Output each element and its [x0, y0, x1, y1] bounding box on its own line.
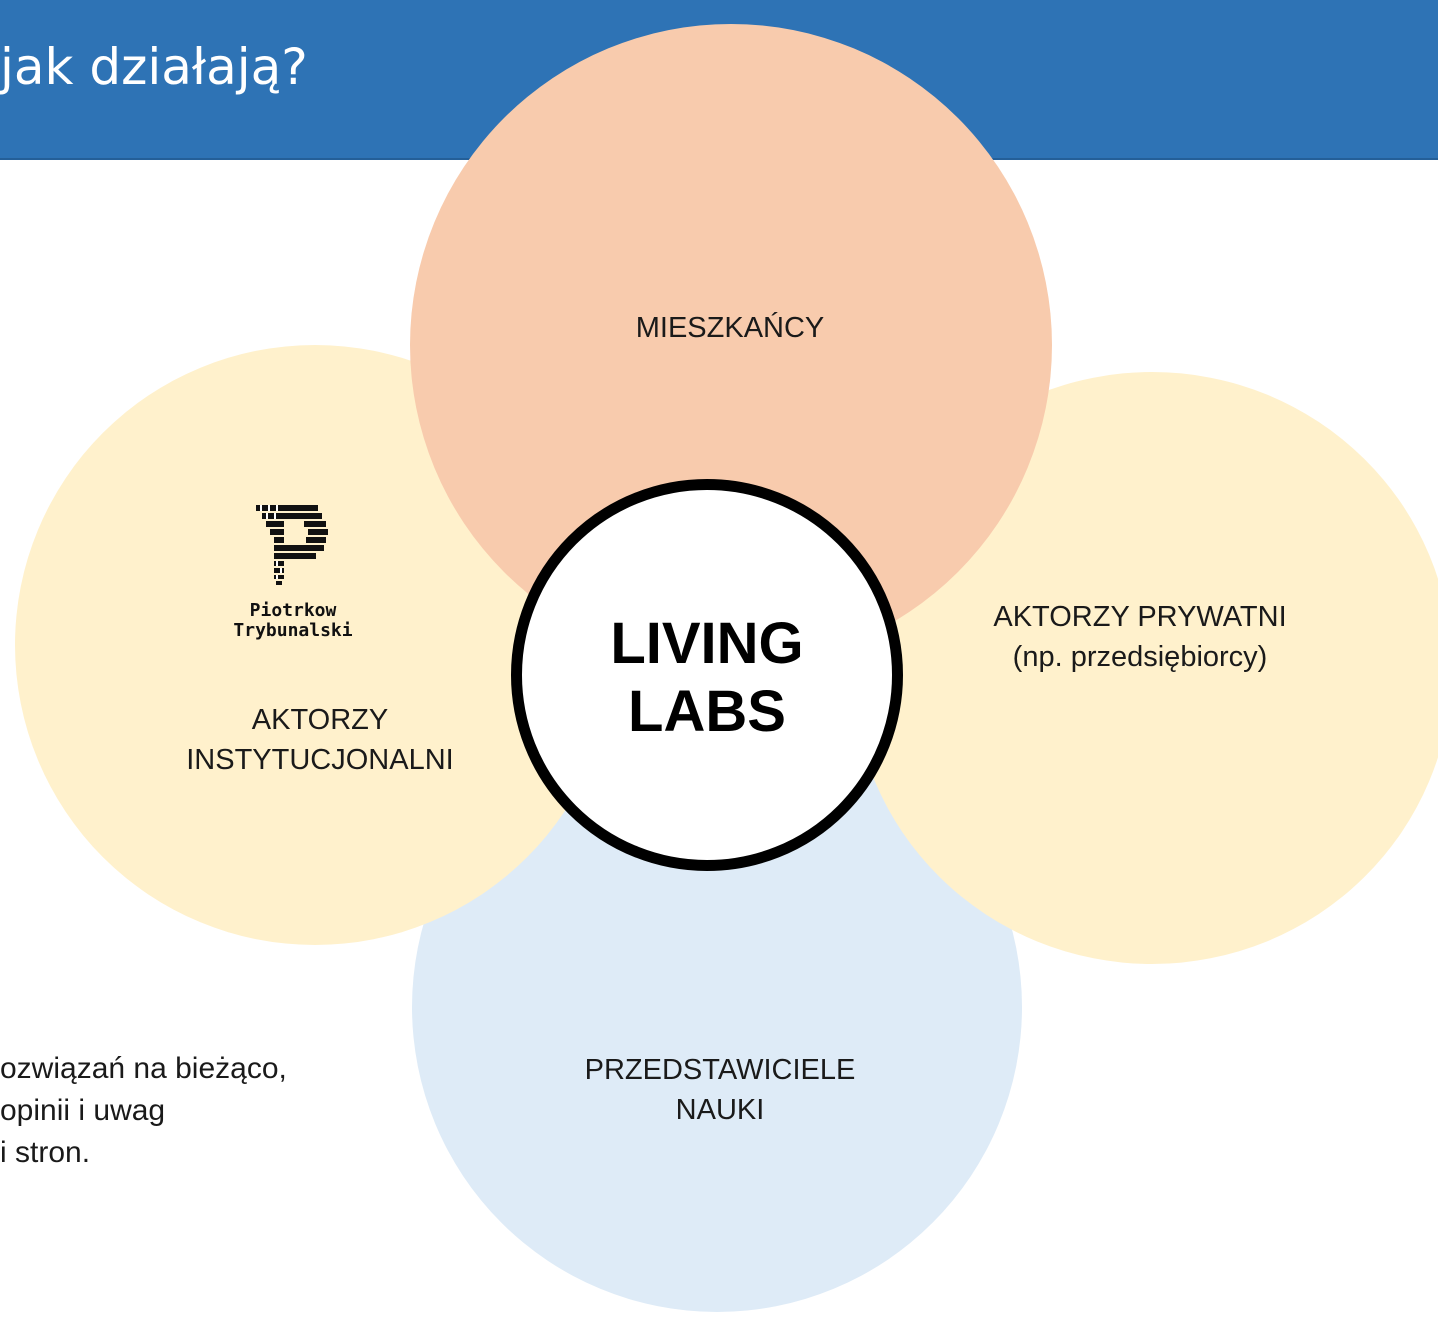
logo-text-line-2: Trybunalski	[233, 620, 353, 641]
body-line-3: i stron.	[0, 1136, 91, 1169]
label-institutional-line-1: AKTORZY	[251, 704, 389, 736]
logo-text-line-1: Piotrkow	[249, 600, 337, 621]
body-line-1: ozwiązań na bieżąco,	[0, 1052, 287, 1085]
living-labs-title: LIVING LABS	[511, 610, 903, 746]
logo-text: Piotrkow Trybunalski	[218, 601, 368, 641]
label-residents-line: MIESZKAŃCY	[635, 312, 825, 344]
label-science: PRZEDSTAWICIELE NAUKI	[520, 1050, 920, 1130]
city-logo-icon	[256, 505, 328, 585]
label-private-line-2: (np. przedsiębiorcy)	[1012, 641, 1268, 673]
piotrkow-logo: Piotrkow Trybunalski	[218, 505, 368, 655]
label-institutional-line-2: INSTYTUCJONALNI	[186, 744, 454, 776]
page-title: jak działają?	[0, 38, 308, 96]
circle-living-labs	[511, 479, 903, 871]
label-science-line-2: NAUKI	[675, 1094, 765, 1126]
body-line-2: opinii i uwag	[0, 1094, 166, 1127]
label-institutional: AKTORZY INSTYTUCJONALNI	[120, 700, 520, 780]
label-residents: MIESZKAŃCY	[560, 308, 900, 348]
label-private-line-1: AKTORZY PRYWATNI	[993, 601, 1287, 633]
living-labs-line-2: LABS	[628, 679, 786, 744]
label-private: AKTORZY PRYWATNI (np. przedsiębiorcy)	[930, 597, 1350, 677]
body-paragraph: ozwiązań na bieżąco, opinii i uwag i str…	[0, 1048, 420, 1174]
living-labs-line-1: LIVING	[610, 611, 804, 676]
label-science-line-1: PRZEDSTAWICIELE	[584, 1054, 856, 1086]
